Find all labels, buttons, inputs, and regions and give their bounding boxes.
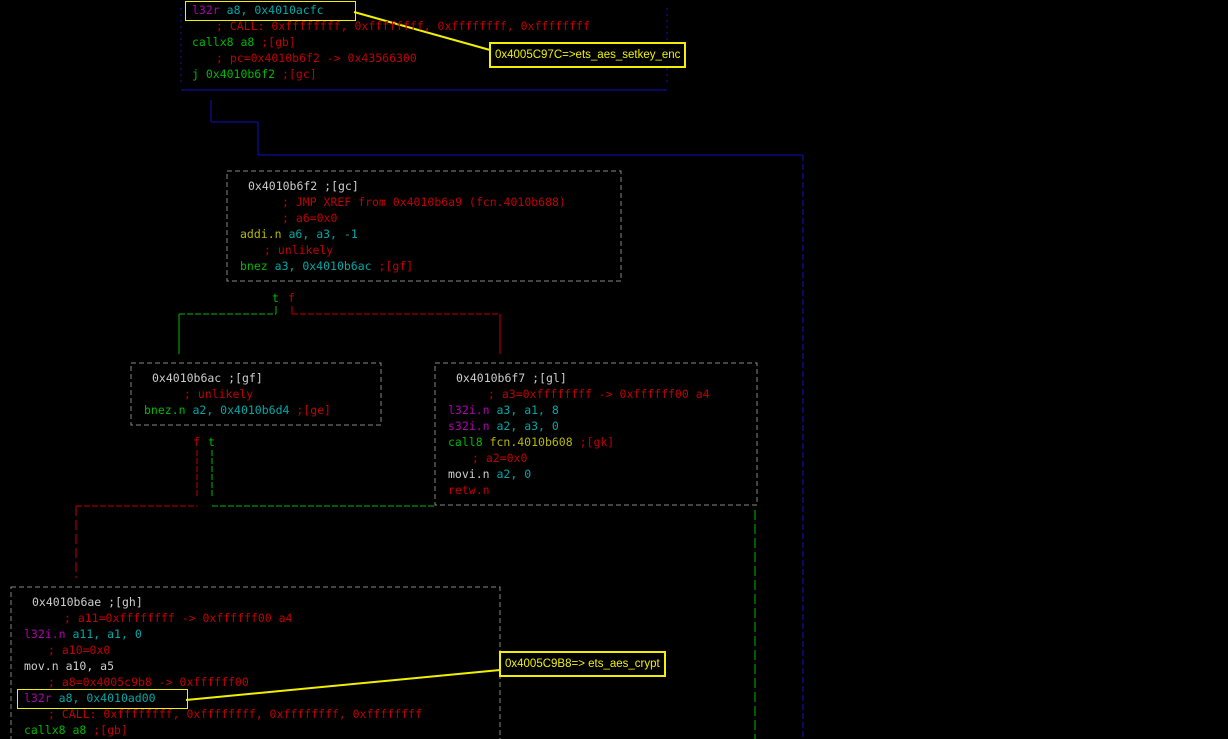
gf-block-border xyxy=(130,362,382,426)
callout-setkey: 0x4005C97C=>ets_aes_setkey_enc xyxy=(489,42,687,68)
edge-label-true-gc: t xyxy=(272,291,279,305)
gc-block-addi-line: addi.n a6, a3, -1 xyxy=(240,227,358,241)
gf-block-unlikely-comment: ; unlikely xyxy=(184,387,254,401)
gc-block-a6-comment: ; a6=0x0 xyxy=(282,211,338,225)
gf-block-bnez-line: bnez.n a2, 0x4010b6d4 ;[ge] xyxy=(144,403,331,417)
gc-block-header: 0x4010b6f2 ;[gc] xyxy=(248,179,359,193)
top-block-call-comment: ; CALL: 0xffffffff, 0xffffffff, 0xffffff… xyxy=(216,19,590,33)
gl-block-border xyxy=(434,362,758,506)
gh-block-l32i-line: l32i.n a11, a1, 0 xyxy=(24,627,142,641)
edge-label-false-gf: f xyxy=(193,435,200,449)
gl-block-retw-line: retw.n xyxy=(448,483,490,497)
gc-block-xref-comment: ; JMP XREF from 0x4010b6a9 (fcn.4010b688… xyxy=(282,195,566,209)
top-block-l32r-line: l32r a8, 0x4010acfc xyxy=(192,3,324,17)
gl-block-l32i-line: l32i.n a3, a1, 8 xyxy=(448,403,559,417)
gh-block-l32r-line: l32r a8, 0x4010ad00 xyxy=(24,691,156,705)
top-block-pc-comment: ; pc=0x4010b6f2 -> 0x43566300 xyxy=(216,51,417,65)
gl-block-call8-line: call8 fcn.4010b608 ;[gk] xyxy=(448,435,615,449)
top-block-callx8-line: callx8 a8 ;[gb] xyxy=(192,35,296,49)
gf-block-header: 0x4010b6ac ;[gf] xyxy=(152,371,263,385)
gl-block-a2-comment: ; a2=0x0 xyxy=(472,451,528,465)
callout-setkey-leader xyxy=(353,11,491,51)
top-block-jump-line: j 0x4010b6f2 ;[gc] xyxy=(192,67,317,81)
gh-block-a11-comment: ; a11=0xffffffff -> 0xffffff00 a4 xyxy=(64,611,293,625)
edge-label-false-gc: f xyxy=(288,291,295,305)
gc-block-unlikely-comment: ; unlikely xyxy=(264,243,334,257)
gc-block-border xyxy=(226,170,622,282)
gh-block-a10-comment: ; a10=0x0 xyxy=(48,643,111,657)
edge-label-true-gf: t xyxy=(208,435,215,449)
gh-block-callx8-line: callx8 a8 ;[gb] xyxy=(24,723,128,737)
gh-block-call-comment: ; CALL: 0xffffffff, 0xffffffff, 0xffffff… xyxy=(48,707,422,721)
callout-crypt: 0x4005C9B8=> ets_aes_crypt xyxy=(499,651,666,677)
gh-block-header: 0x4010b6ae ;[gh] xyxy=(32,595,143,609)
gh-block-mov-line: mov.n a10, a5 xyxy=(24,659,115,673)
gh-block-a8-comment: ; a8=0x4005c9b8 -> 0xffffff00 xyxy=(48,675,249,689)
gl-block-a3-comment: ; a3=0xffffffff -> 0xffffff00 a4 xyxy=(488,387,710,401)
gc-block-bnez-line: bnez a3, 0x4010b6ac ;[gf] xyxy=(240,259,414,273)
gl-block-header: 0x4010b6f7 ;[gl] xyxy=(456,371,567,385)
gl-block-movi-line: movi.n a2, 0 xyxy=(448,467,532,481)
callout-crypt-leader xyxy=(185,669,501,701)
gl-block-s32i-line: s32i.n a2, a3, 0 xyxy=(448,419,559,433)
